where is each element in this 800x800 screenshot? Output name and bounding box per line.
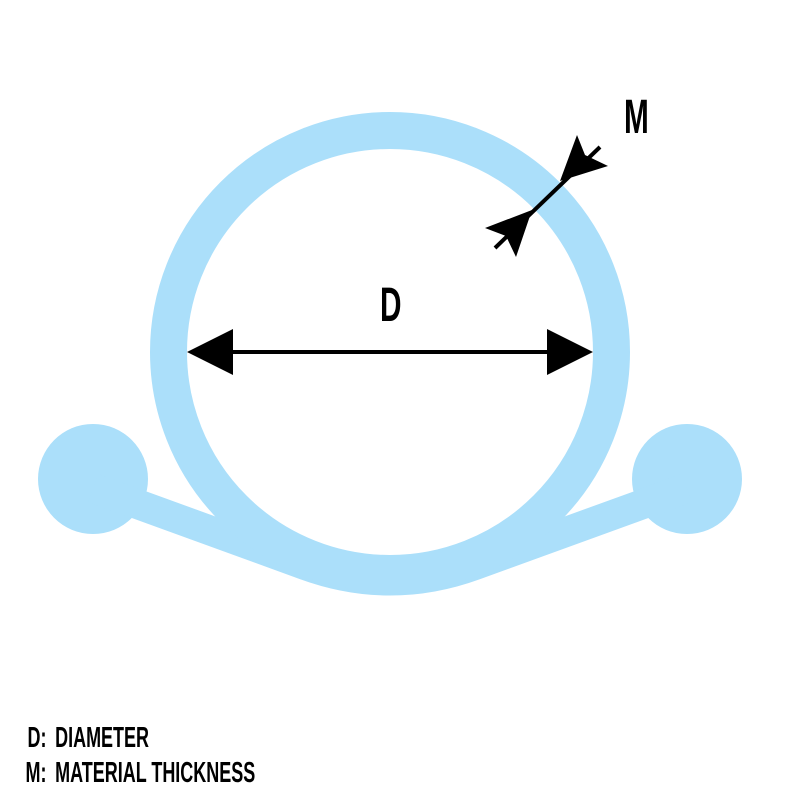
diameter-arrow bbox=[187, 329, 593, 375]
thickness-label: M bbox=[624, 91, 649, 144]
thickness-arrow bbox=[485, 135, 608, 257]
legend-text: MATERIAL THICKNESS bbox=[55, 757, 256, 789]
legend-key: M: bbox=[25, 757, 47, 789]
diameter-label: D bbox=[380, 279, 402, 332]
arrowhead-outer bbox=[560, 135, 608, 181]
arrowhead-left bbox=[187, 329, 233, 375]
arrowhead-right bbox=[547, 329, 593, 375]
ring bbox=[150, 112, 630, 592]
arrowhead-inner bbox=[485, 210, 532, 257]
legend-key: D: bbox=[27, 722, 47, 754]
legend-text: DIAMETER bbox=[55, 722, 150, 754]
legend-item-thickness: M:MATERIAL THICKNESS bbox=[8, 757, 255, 790]
legend-item-diameter: D:DIAMETER bbox=[8, 722, 149, 755]
